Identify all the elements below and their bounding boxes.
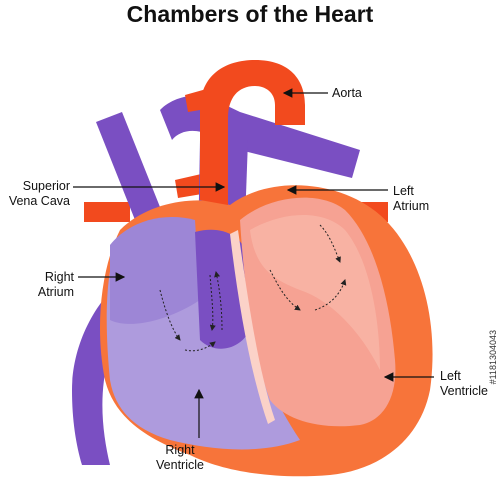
aorta-branch bbox=[185, 88, 212, 112]
right-atrium-chamber bbox=[110, 217, 200, 324]
label-left-ventricle: Left Ventricle bbox=[440, 369, 488, 398]
pulmonary-vein-right bbox=[84, 202, 130, 222]
label-aorta: Aorta bbox=[332, 86, 362, 100]
label-right-atrium: Right Atrium bbox=[37, 270, 74, 299]
flow-arrows bbox=[159, 224, 347, 352]
stock-id: #1181304043 bbox=[488, 330, 498, 385]
label-superior-vena-cava: Superior Vena Cava bbox=[8, 179, 70, 208]
label-left-atrium: Left Atrium bbox=[393, 184, 430, 213]
inferior-vena-cava bbox=[72, 275, 150, 465]
left-chamber-highlight bbox=[250, 215, 380, 370]
label-right-ventricle: Right Ventricle bbox=[156, 443, 204, 472]
page-title: Chambers of the Heart bbox=[126, 1, 374, 27]
label-pointers bbox=[73, 88, 434, 438]
aorta-vessel bbox=[200, 60, 305, 205]
septum-wall bbox=[230, 230, 275, 424]
